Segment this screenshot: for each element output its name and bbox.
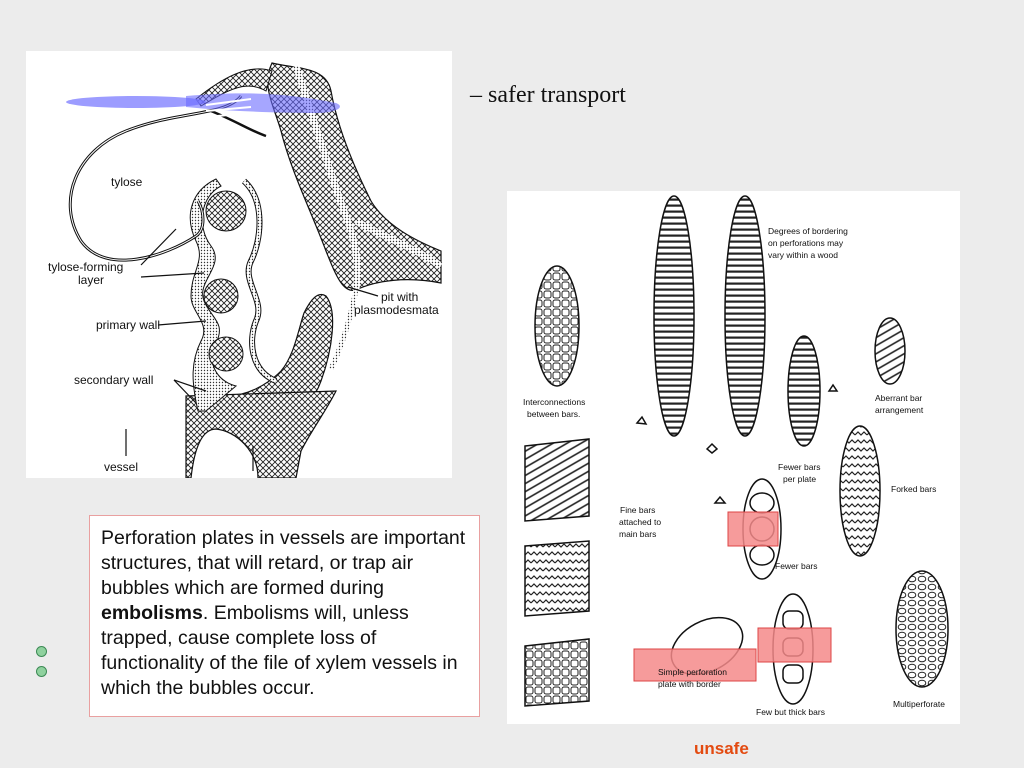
label-fewer-bars: Fewer bars <box>775 561 818 571</box>
plate-aberrant <box>874 317 906 385</box>
pit-channel <box>328 288 359 371</box>
tylose-diagram-svg: tylose tylose-forming layer primary wall… <box>48 62 443 479</box>
explanation-text-end: . Embolisms will, unless trapped, cause … <box>101 602 458 699</box>
label-degrees-1: Degrees of bordering <box>768 226 848 236</box>
label-simple-perforation-2: plate with border <box>658 679 721 689</box>
wall-section-3 <box>524 638 590 707</box>
label-fine-bars-3: main bars <box>619 529 656 539</box>
label-multiperforate: Multiperforate <box>893 699 945 709</box>
label-layer: layer <box>78 273 104 287</box>
wall-section-2 <box>524 540 590 617</box>
blue-fork-tines <box>205 98 252 118</box>
label-fine-bars-1: Fine bars <box>620 505 655 515</box>
label-aberrant-1: Aberrant bar <box>875 393 922 403</box>
label-aberrant-2: arrangement <box>875 405 924 415</box>
footer-label: unsafe <box>694 739 749 758</box>
explanation-textbox: Perforation plates in vessels are import… <box>89 515 480 717</box>
perforation-plates-svg: Degrees of bordering on perforations may… <box>523 195 949 717</box>
blue-overlay-left <box>66 96 206 108</box>
blue-overlay-right <box>186 93 340 113</box>
label-pit-with: pit with <box>381 290 418 304</box>
label-fewer-bars-per-plate-1: Fewer bars <box>778 462 821 472</box>
bullet-icon <box>36 666 47 677</box>
label-secondary-wall: secondary wall <box>74 373 153 387</box>
wall-section-1 <box>524 438 590 522</box>
tylose-diagram: tylose tylose-forming layer primary wall… <box>26 51 452 479</box>
plate-scalariform-tall-1 <box>653 195 695 437</box>
label-few-thick-bars: Few but thick bars <box>756 707 825 717</box>
leader-lines <box>125 228 379 471</box>
label-simple-perforation-1: Simple perforation <box>658 667 727 677</box>
slide-title: – safer transport <box>470 82 626 108</box>
middle-lamella-right <box>354 217 443 269</box>
cell-wall-bottom <box>185 390 337 479</box>
label-degrees-3: vary within a wood <box>768 250 838 260</box>
highlight-simple <box>633 648 757 682</box>
label-tylose-forming: tylose-forming <box>48 260 123 274</box>
perforation-plates-figure: Degrees of bordering on perforations may… <box>507 191 960 724</box>
explanation-bold-embolisms: embolisms <box>101 602 203 624</box>
label-vessel: vessel <box>104 460 138 474</box>
plate-scalariform-tall-2 <box>724 195 766 437</box>
label-tylose: tylose <box>111 175 143 189</box>
label-plasmodesmata: plasmodesmata <box>354 303 439 317</box>
plate-multiperforate <box>895 570 949 688</box>
explanation-text-start: Perforation plates in vessels are import… <box>101 527 466 599</box>
plate-interconnections <box>534 265 580 387</box>
label-primary-wall: primary wall <box>96 318 160 332</box>
label-fewer-bars-per-plate-2: per plate <box>783 474 816 484</box>
highlight-few-thick <box>757 627 832 663</box>
tylose-outline <box>68 95 243 262</box>
label-fine-bars-2: attached to <box>619 517 661 527</box>
label-forked-bars: Forked bars <box>891 484 936 494</box>
plates <box>524 195 949 707</box>
highlight-fewer-bars <box>727 511 779 547</box>
tylose-forming-layer <box>189 178 238 412</box>
plate-fewer-bars-per-plate <box>787 335 821 447</box>
label-interconnections-2: between bars. <box>527 409 580 419</box>
cell-wall-lower <box>225 293 334 424</box>
label-degrees-2: on perforations may <box>768 238 844 248</box>
label-interconnections-1: Interconnections <box>523 397 585 407</box>
plate-forked <box>839 425 881 557</box>
bullet-icon <box>36 646 47 657</box>
